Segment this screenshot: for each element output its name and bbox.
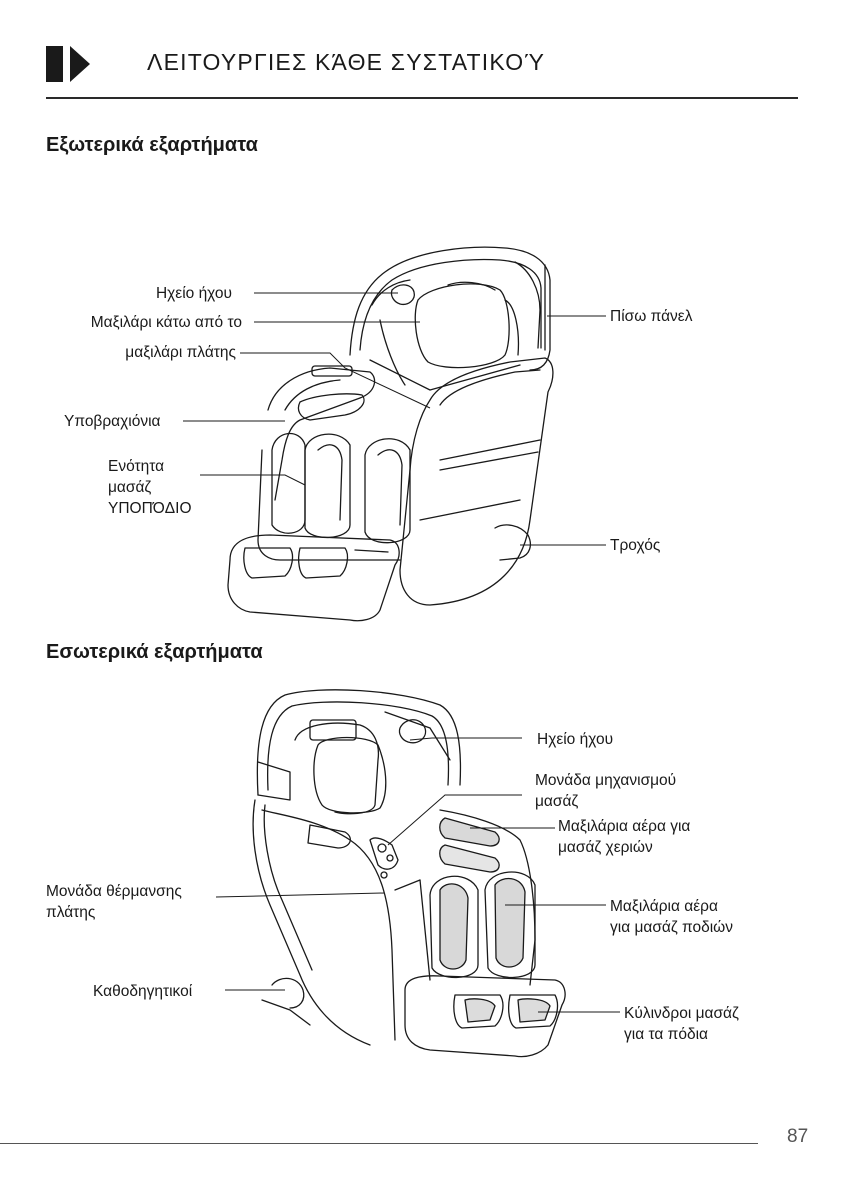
label-int-speaker: Ηχείο ήχου [537, 731, 614, 748]
internal-parts-heading: Εσωτερικά εξαρτήματα [46, 641, 263, 663]
label-massage-unit: Ενότητα μασάζ ΥΠΟΠΌΔΙΟ [108, 458, 192, 517]
label-wheel: Τροχός [610, 537, 661, 554]
header-divider [46, 97, 798, 99]
label-rollers: Κύλινδροι μασάζ για τα πόδια [624, 1005, 739, 1043]
footer-divider [0, 1143, 758, 1144]
label-hand-airbags: Μαξιλάρια αέρα για μασάζ χεριών [558, 818, 691, 856]
label-heating: Μονάδα θέρμανσης πλάτης [46, 883, 182, 921]
label-speaker: Ηχείο ήχου [155, 285, 232, 302]
label-armrests: Υποβραχιόνια [64, 413, 161, 430]
label-mechanism: Μονάδα μηχανισμού μασάζ [535, 772, 677, 810]
label-pillow-line1: Μαξιλάρι κάτω από το [90, 314, 242, 331]
label-foot-airbags: Μαξιλάρια αέρα για μασάζ ποδιών [610, 898, 734, 936]
label-guides: Καθοδηγητικοί [93, 983, 193, 1000]
page-number: 87 [787, 1126, 809, 1147]
external-parts-heading: Εξωτερικά εξαρτήματα [46, 134, 258, 156]
page-title: ΛΕΙΤΟΥΡΓΙΕΣ ΚΆΘΕ ΣΥΣΤΑΤΙΚΟΎ [147, 49, 546, 75]
play-marker-icon [46, 46, 90, 82]
label-back-panel: Πίσω πάνελ [610, 308, 693, 325]
label-pillow-line2: μαξιλάρι πλάτης [125, 344, 236, 361]
